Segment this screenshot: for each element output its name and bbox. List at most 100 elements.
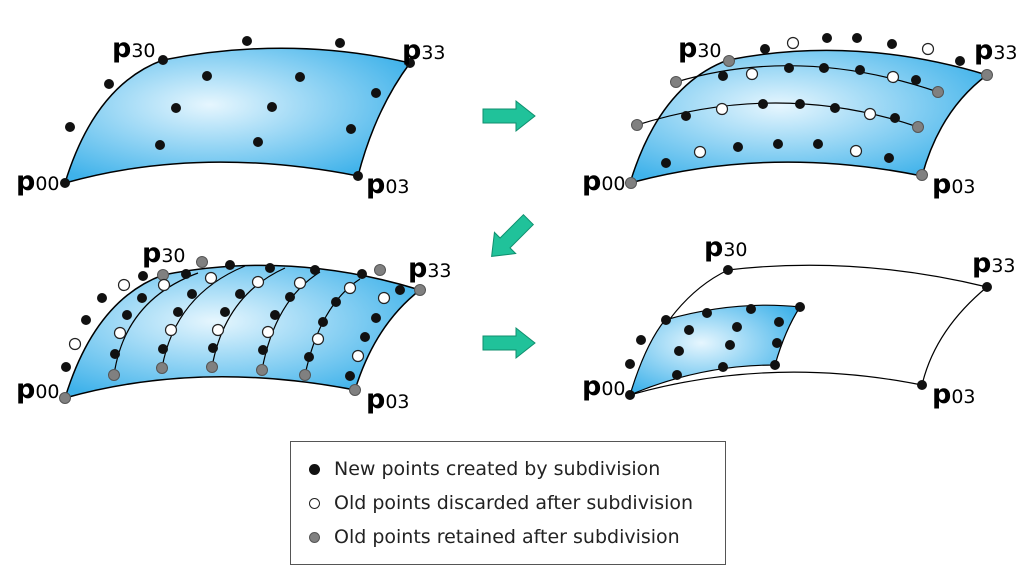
control-point: [295, 72, 305, 82]
control-point: [299, 369, 311, 381]
control-point: [187, 289, 197, 299]
control-point: [357, 269, 367, 279]
label-p03: p03: [932, 169, 976, 200]
control-point: [917, 380, 927, 390]
control-point: [795, 99, 805, 109]
control-point: [725, 340, 735, 350]
label-p30: p30: [112, 33, 156, 64]
control-point: [636, 335, 646, 345]
control-point: [863, 107, 877, 121]
control-point: [256, 364, 268, 376]
control-point: [225, 260, 235, 270]
control-point: [911, 75, 921, 85]
control-point: [155, 140, 165, 150]
control-point: [795, 302, 805, 312]
control-point: [625, 177, 637, 189]
label-p30: p30: [142, 238, 186, 269]
control-point: [377, 291, 391, 305]
control-point: [855, 65, 865, 75]
control-point: [884, 153, 894, 163]
control-point: [251, 275, 265, 289]
control-point: [310, 265, 320, 275]
control-point: [674, 346, 684, 356]
control-point: [773, 139, 783, 149]
control-point: [343, 281, 357, 295]
control-point: [202, 71, 212, 81]
control-point: [912, 121, 924, 133]
control-point: [304, 352, 314, 362]
control-point: [258, 345, 268, 355]
new-point-icon: [309, 463, 320, 475]
control-point: [684, 325, 694, 335]
control-point: [732, 322, 742, 332]
panel-first-subdivision: p00 p03 p30 p33: [582, 33, 1018, 200]
control-point: [270, 310, 280, 320]
control-point: [65, 122, 75, 132]
legend-item-retained: Old points retained after subdivision: [309, 520, 725, 554]
control-point: [955, 56, 965, 66]
control-point: [723, 55, 735, 67]
label-p30: p30: [678, 33, 722, 64]
panel-original: p00 p03 p30 p33: [16, 33, 446, 200]
control-point: [158, 344, 168, 354]
control-point: [220, 307, 230, 317]
arrow-right-icon: [482, 326, 536, 360]
control-point: [661, 158, 671, 168]
control-point: [108, 369, 120, 381]
control-point: [760, 44, 770, 54]
control-points: [625, 265, 992, 400]
control-point: [335, 38, 345, 48]
control-point: [261, 325, 275, 339]
control-point: [672, 370, 682, 380]
legend-item-new: New points created by subdivision: [309, 452, 725, 486]
panel-second-subdivision: p00 p03 p30 p33: [16, 238, 452, 415]
control-point: [981, 69, 993, 81]
label-p00: p00: [16, 166, 60, 197]
control-point: [702, 308, 712, 318]
control-point: [345, 371, 355, 381]
subpatch-surface: [629, 304, 802, 397]
discarded-point-icon: [309, 497, 320, 509]
control-point: [206, 361, 218, 373]
control-point: [81, 315, 91, 325]
control-point: [631, 119, 643, 131]
control-point: [138, 271, 148, 281]
control-point: [733, 142, 743, 152]
control-point: [772, 338, 782, 348]
control-point: [196, 256, 208, 268]
control-point: [242, 36, 252, 46]
control-point: [745, 67, 759, 81]
control-point: [414, 284, 426, 296]
control-point: [349, 384, 361, 396]
label-p03: p03: [366, 169, 410, 200]
control-point: [157, 269, 169, 281]
control-point: [173, 307, 183, 317]
legend-label: Old points discarded after subdivision: [334, 492, 694, 514]
control-points: [59, 256, 426, 404]
retained-point-icon: [309, 531, 320, 543]
control-point: [886, 70, 900, 84]
control-point: [61, 362, 71, 372]
control-point: [661, 315, 671, 325]
control-point: [318, 317, 328, 327]
subdivision-curve: [636, 102, 919, 128]
control-point: [68, 337, 82, 351]
control-point: [813, 139, 823, 149]
control-point: [849, 144, 863, 158]
control-point: [181, 269, 191, 279]
label-p33: p33: [972, 248, 1016, 279]
control-point: [670, 76, 682, 88]
control-point: [830, 103, 840, 113]
label-p30: p30: [704, 232, 748, 263]
control-point: [158, 55, 168, 65]
label-p03: p03: [932, 379, 976, 410]
control-point: [293, 276, 307, 290]
panel-result: p00 p03 p30 p33: [582, 232, 1016, 410]
control-point: [819, 63, 829, 73]
control-point: [211, 323, 225, 337]
control-point: [360, 332, 370, 342]
control-point: [718, 362, 728, 372]
legend-item-discarded: Old points discarded after subdivision: [309, 486, 725, 520]
label-p03: p03: [366, 384, 410, 415]
control-point: [157, 278, 171, 292]
